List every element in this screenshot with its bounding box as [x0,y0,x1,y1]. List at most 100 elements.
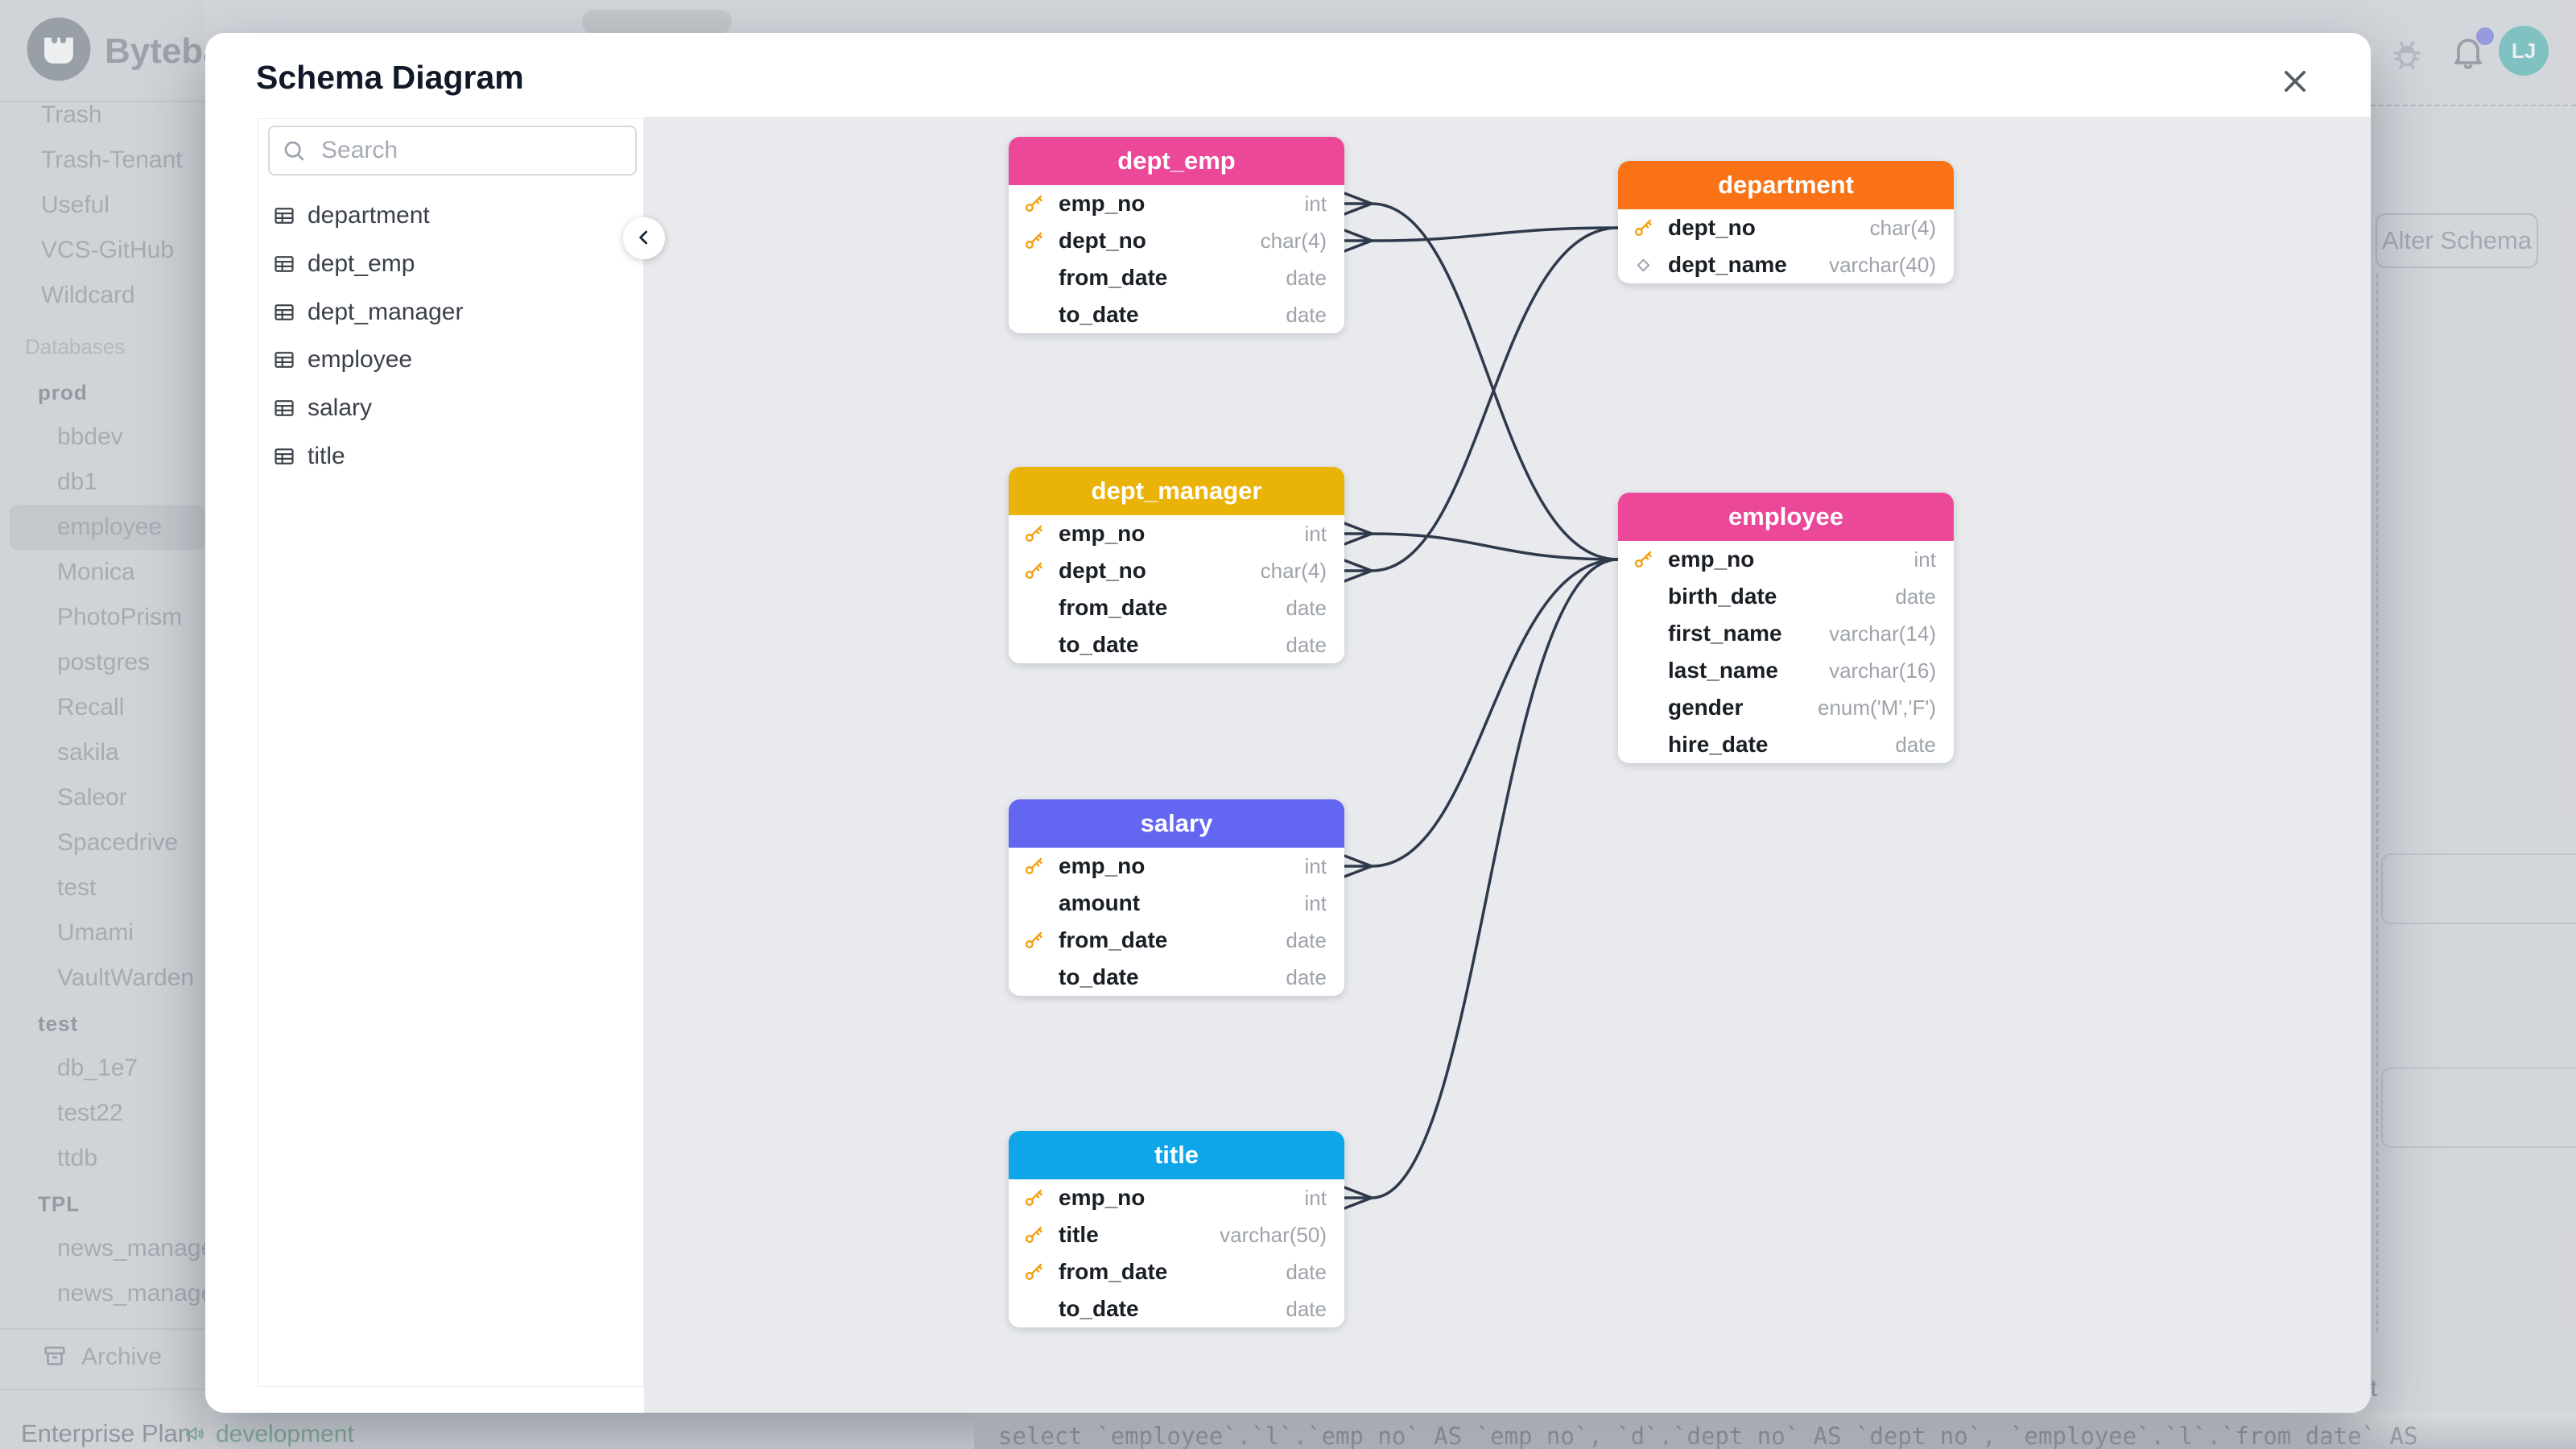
key-icon [1023,1261,1059,1283]
sidebar-item-wildcard: Wildcard [41,282,135,308]
sidebar-db-test: test [57,874,97,901]
column-name: emp_no [1059,853,1146,878]
column-name: emp_no [1668,547,1755,572]
table-header: salary [1009,799,1344,848]
sidebar-db-news_manage: news_manage [57,1280,205,1307]
column-type: int [1304,853,1327,878]
sidebar-divider [0,1328,205,1330]
notification-bell-icon [2449,32,2487,75]
avatar: LJ [2499,26,2549,76]
sidebar-db-employee: employee [57,514,163,540]
key-icon [1023,855,1059,877]
sidebar-db-ttdb: ttdb [57,1145,98,1171]
table-list-item-dept_emp[interactable]: dept_emp [273,246,635,283]
table-icon [273,397,295,419]
no-icon [1023,303,1059,326]
key-icon [1023,522,1059,545]
sidebar-item-archive: Archive [41,1342,162,1376]
sidebar-item-vcs-github: VCS-GitHub [41,237,175,263]
column-type: varchar(14) [1829,621,1936,646]
column-type: date [1286,964,1327,989]
column-name: from_date [1059,265,1168,290]
no-icon [1633,733,1668,756]
column-name: amount [1059,890,1141,915]
no-icon [1633,659,1668,682]
table-name: dept_emp [308,250,415,277]
key-icon [1633,217,1668,239]
bytebase-logo-icon [24,14,93,88]
background-header-border [2371,105,2576,106]
background-box [2381,1067,2576,1148]
sidebar-db-saleor: Saleor [57,784,127,811]
key-icon [1023,929,1059,952]
column-type: int [1304,1185,1327,1210]
column-name: dept_no [1059,558,1146,583]
column-type: date [1286,265,1327,290]
background-box [2381,853,2576,924]
table-list-item-dept_manager[interactable]: dept_manager [273,294,635,331]
column-name: to_date [1059,302,1139,327]
background-panel-border [2376,274,2378,1332]
column-name: from_date [1059,1259,1168,1284]
table-list-item-salary[interactable]: salary [273,390,635,427]
search-input[interactable] [268,126,637,175]
table-name: department [308,202,430,229]
relation-title-employee [1343,558,1620,1210]
chevron-left-icon [634,227,654,250]
collapse-panel-button[interactable] [623,217,665,259]
column-row-emp_no: emp_no int [1009,1179,1344,1216]
column-row-dept_no: dept_no char(4) [1009,222,1344,259]
table-header: employee [1618,493,1954,541]
relation-dept_manager-employee [1343,522,1620,561]
no-icon [1023,634,1059,656]
sql-fragment: select `employee`.`l`.`emp_no` AS `emp_n… [998,1422,2418,1449]
column-type: int [1304,521,1327,546]
table-icon [273,445,295,468]
column-name: emp_no [1059,191,1146,216]
column-name: from_date [1059,595,1168,620]
table-list-item-title[interactable]: title [273,438,635,475]
key-icon [1023,192,1059,215]
table-list-item-employee[interactable]: employee [273,341,635,378]
sidebar-section-databases: Databases [25,334,126,359]
table-list-panel: department dept_emp dept_manager employee sa… [258,118,644,1387]
column-row-emp_no: emp_no int [1009,515,1344,552]
column-name: dept_no [1059,228,1146,253]
sidebar-item-trash-tenant: Trash-Tenant [41,147,183,173]
column-name: emp_no [1059,521,1146,546]
relation-dept_emp-employee [1343,192,1620,561]
column-type: enum('M','F') [1818,695,1936,720]
search-field [268,126,637,175]
column-type: int [1913,547,1936,572]
sidebar-db-photoprism: PhotoPrism [57,604,183,630]
column-type: char(4) [1260,558,1327,583]
column-type: char(4) [1260,228,1327,253]
column-row-emp_no: emp_no int [1618,541,1954,578]
column-type: varchar(50) [1220,1222,1327,1247]
table-icon [273,301,295,324]
column-name: gender [1668,695,1744,720]
key-icon [1023,1224,1059,1246]
column-row-from_date: from_date date [1009,259,1344,296]
sidebar-db-test22: test22 [57,1100,123,1126]
table-list-item-department[interactable]: department [273,197,635,234]
close-icon[interactable] [2276,62,2314,101]
sidebar-item-useful: Useful [41,192,110,218]
column-name: to_date [1059,964,1139,989]
column-name: emp_no [1059,1185,1146,1210]
